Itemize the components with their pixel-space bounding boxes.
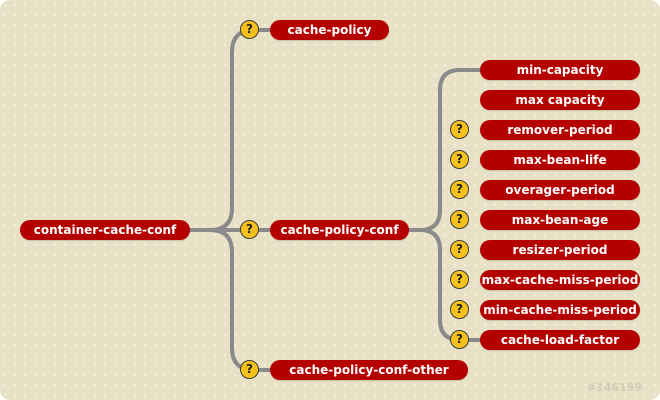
node-cache-policy-conf-other: cache-policy-conf-other <box>270 360 468 380</box>
optional-icon: ? <box>450 330 469 349</box>
optional-icon: ? <box>450 270 469 289</box>
optional-icon: ? <box>450 240 469 259</box>
optional-icon: ? <box>240 20 259 39</box>
optional-icon: ? <box>240 220 259 239</box>
node-cache-policy: cache-policy <box>270 20 389 40</box>
node-resizer-period: resizer-period <box>480 240 640 260</box>
node-max-bean-age: max-bean-age <box>480 210 640 230</box>
optional-icon: ? <box>450 300 469 319</box>
optional-icon: ? <box>450 210 469 229</box>
optional-icon: ? <box>450 150 469 169</box>
node-min-cache-miss-period: min-cache-miss-period <box>480 300 640 320</box>
node-cache-load-factor: cache-load-factor <box>480 330 640 350</box>
node-max-capacity: max capacity <box>480 90 640 110</box>
node-max-cache-miss-period: max-cache-miss-period <box>480 270 640 290</box>
optional-icon: ? <box>450 120 469 139</box>
optional-icon: ? <box>240 360 259 379</box>
node-remover-period: remover-period <box>480 120 640 140</box>
node-min-capacity: min-capacity <box>480 60 640 80</box>
node-cache-policy-conf: cache-policy-conf <box>270 220 409 240</box>
node-container-cache-conf: container-cache-conf <box>20 220 190 240</box>
node-max-bean-life: max-bean-life <box>480 150 640 170</box>
optional-icon: ? <box>450 180 469 199</box>
figure-id: #146199 <box>586 381 642 394</box>
node-overager-period: overager-period <box>480 180 640 200</box>
